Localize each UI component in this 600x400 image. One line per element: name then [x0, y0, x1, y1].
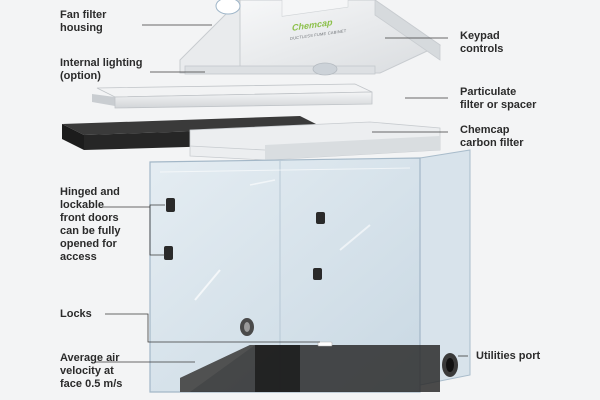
hinged-doors-label: Hinged and lockable front doors can be f…: [60, 186, 121, 263]
fan-filter-housing: [179, 0, 442, 76]
door-hinges: [164, 198, 325, 280]
carbon-filter-label: Chemcap carbon filter: [460, 124, 524, 149]
air-velocity-label: Average air velocity at face 0.5 m/s: [60, 352, 123, 390]
fan-filter-housing-label: Fan filter housing: [60, 9, 107, 34]
locks-label: Locks: [60, 308, 92, 320]
internal-lighting-label: Internal lighting (option): [60, 57, 143, 82]
cabinet-collar: [189, 121, 441, 161]
particulate-filter: [92, 83, 373, 109]
glass-enclosure: [149, 149, 471, 393]
keypad-controls-label: Keypad controls: [460, 30, 504, 55]
callout-leader-lines: [95, 24, 468, 363]
particulate-filter-label: Particulate filter or spacer: [460, 86, 537, 111]
lock-knob: [240, 318, 333, 347]
utilities-port-label: Utilities port: [476, 350, 541, 362]
utilities-port: [442, 353, 458, 377]
